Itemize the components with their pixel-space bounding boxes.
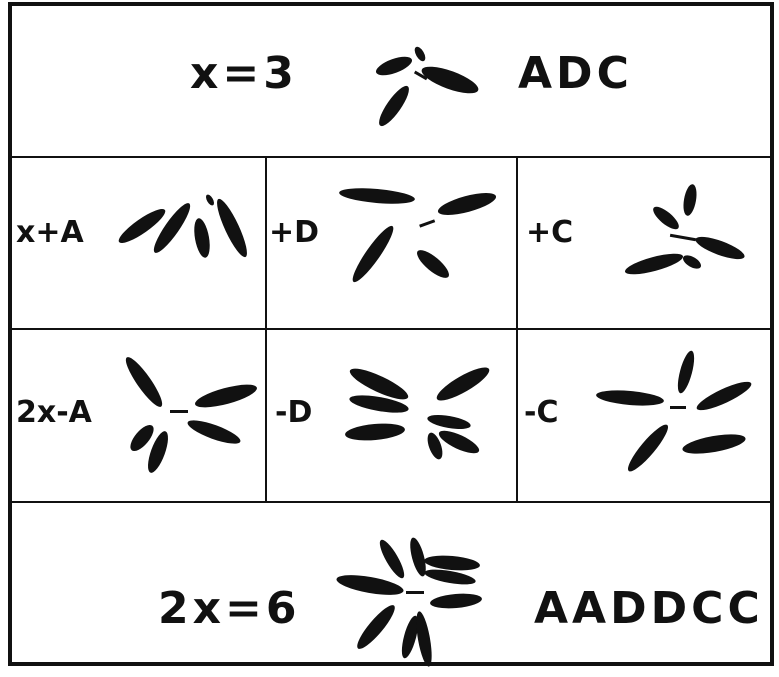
chromosome-set-trisomy-c <box>624 184 745 275</box>
monosomy-a-label: 2x-A <box>16 395 92 430</box>
trisomy-d-label: +D <box>269 215 320 250</box>
haploid-number-label: x=3 <box>190 48 298 99</box>
haploid-karyotype-label: ADC <box>518 48 633 99</box>
outer-border <box>8 2 774 666</box>
panel-haploid: x=3 ADC <box>12 6 770 156</box>
chromosome-set-monosomy-d <box>345 367 490 460</box>
chromosome-set-monosomy-c <box>596 350 752 472</box>
trisomy-c-label: +C <box>526 215 574 250</box>
monosomy-d-label: -D <box>275 395 313 430</box>
divider-top <box>8 156 774 158</box>
divider-col2 <box>516 158 518 501</box>
divider-middle <box>8 328 774 330</box>
panel-diploid: 2x=6 AADDCC <box>12 505 770 667</box>
divider-bottom <box>8 501 774 503</box>
panel-monosomy-c: -C <box>520 332 770 499</box>
panel-trisomy-d: +D <box>269 160 514 326</box>
panel-monosomy-a: 2x-A <box>12 332 263 499</box>
trisomy-a-label: x+A <box>16 215 84 250</box>
chromosome-set-trisomy-d <box>339 188 497 283</box>
chromosome-set-monosomy-a <box>125 357 257 473</box>
panel-trisomy-c: +C <box>520 160 770 326</box>
panel-monosomy-d: -D <box>269 332 514 499</box>
chromosome-set-diploid <box>336 537 482 667</box>
chromosome-set-haploid <box>375 46 479 127</box>
diploid-number-label: 2x=6 <box>158 583 301 634</box>
diploid-karyotype-label: AADDCC <box>534 583 764 634</box>
panel-trisomy-a: x+A <box>12 160 263 326</box>
monosomy-c-label: -C <box>524 395 559 430</box>
divider-col1 <box>265 158 267 501</box>
chromosome-set-trisomy-a <box>118 194 247 258</box>
